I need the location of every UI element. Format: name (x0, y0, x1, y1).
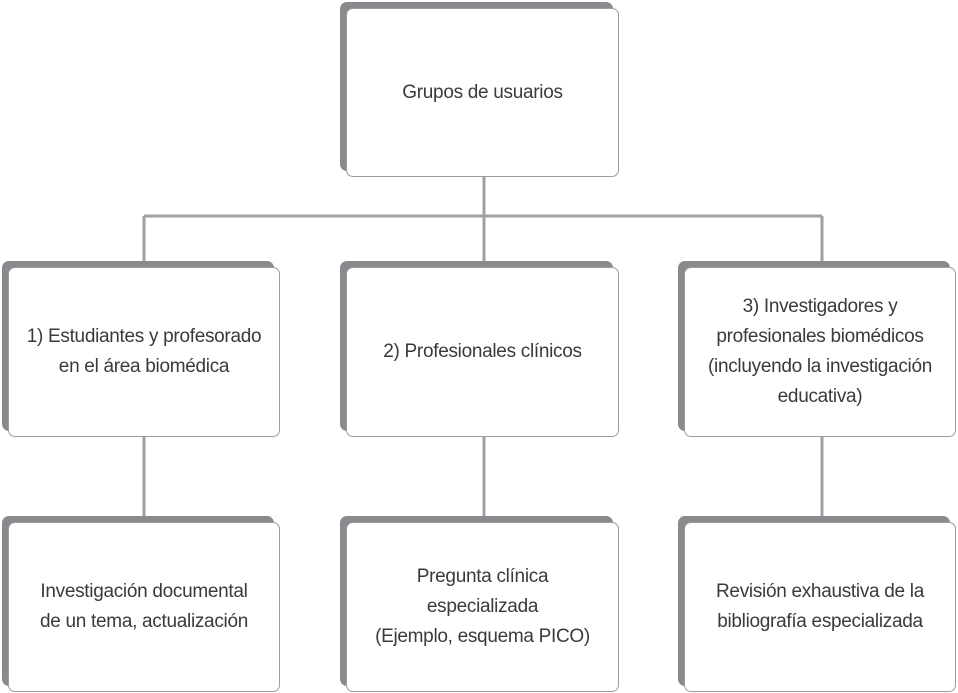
need-node-clinical-question-box: Pregunta clínica especializada (Ejemplo,… (346, 522, 619, 692)
group-node-clinicians-line-1: 2) Profesionales clínicos (383, 341, 582, 362)
need-node-clinical-question: Pregunta clínica especializada (Ejemplo,… (340, 516, 619, 692)
need-node-documentary-research-line-1: Investigación documental (40, 581, 248, 602)
group-node-researchers-line-1: 3) Investigadores y (742, 296, 898, 317)
need-node-clinical-question-line-2: especializada (426, 596, 539, 617)
group-node-researchers-line-4: educativa) (777, 386, 863, 407)
group-node-students-line-2: en el área biomédica (58, 356, 230, 377)
root-node-box: Grupos de usuarios (346, 8, 619, 177)
need-node-clinical-question-line-1: Pregunta clínica (416, 566, 549, 587)
group-node-clinicians-box: 2) Profesionales clínicos (346, 267, 619, 437)
need-node-exhaustive-review-line-2: bibliografía especializada (717, 611, 923, 632)
need-node-documentary-research-line-2: de un tema, actualización (40, 611, 248, 632)
group-node-students-line-1: 1) Estudiantes y profesorado (26, 326, 262, 347)
need-node-documentary-research: Investigación documental de un tema, act… (2, 516, 280, 692)
group-node-students-box: 1) Estudiantes y profesorado en el área … (8, 267, 280, 437)
root-node-user-groups: Grupos de usuarios (340, 2, 619, 177)
group-node-researchers: 3) Investigadores y profesionales bioméd… (678, 261, 956, 437)
group-node-students: 1) Estudiantes y profesorado en el área … (2, 261, 280, 437)
group-node-researchers-line-2: profesionales biomédicos (716, 326, 924, 347)
need-node-exhaustive-review-box: Revisión exhaustiva de la bibliografía e… (684, 522, 956, 692)
need-node-clinical-question-line-3: (Ejemplo, esquema PICO) (375, 626, 590, 647)
group-node-clinicians: 2) Profesionales clínicos (340, 261, 619, 437)
need-node-exhaustive-review: Revisión exhaustiva de la bibliografía e… (678, 516, 956, 692)
root-node-label: Grupos de usuarios (402, 81, 563, 103)
need-node-exhaustive-review-line-1: Revisión exhaustiva de la (716, 581, 924, 602)
need-node-documentary-research-box: Investigación documental de un tema, act… (8, 522, 280, 692)
group-node-researchers-box: 3) Investigadores y profesionales bioméd… (684, 267, 956, 437)
group-node-researchers-line-3: (incluyendo la investigación (708, 356, 932, 377)
